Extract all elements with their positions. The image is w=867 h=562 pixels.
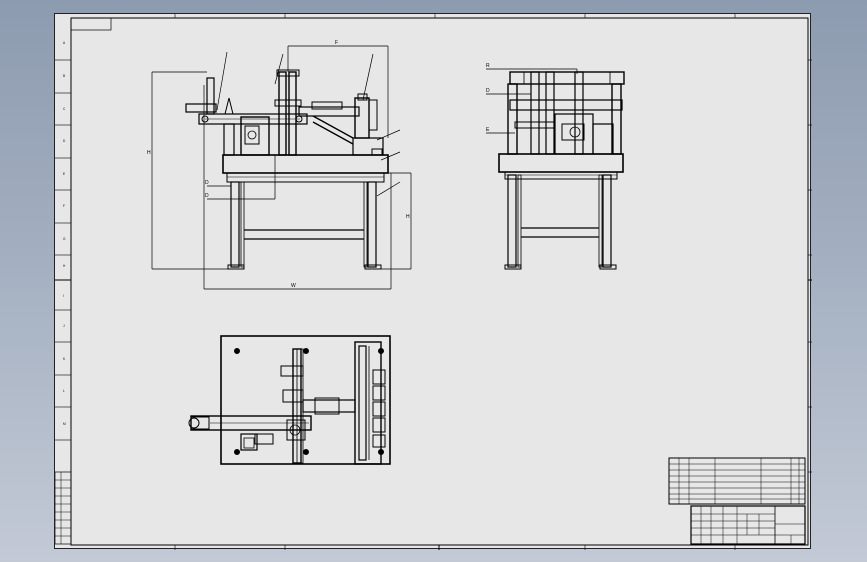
dim-left-small-1: D [205, 180, 209, 186]
svg-text:M: M [63, 422, 66, 426]
dim-overall-height: H [147, 150, 151, 156]
zone-marks-right [808, 59, 812, 473]
plan-view [188, 335, 391, 465]
svg-text:F: F [63, 204, 65, 208]
svg-text:D: D [63, 139, 66, 143]
dim-overall-width: W [291, 283, 296, 289]
svg-text:A: A [63, 41, 66, 45]
side-view-dimensions: R D E [486, 63, 578, 134]
dim-right-height: H [406, 214, 410, 220]
zone-marks-left: A B C D E F G H I J K L M [55, 41, 71, 441]
dim-left-small-2: D [205, 193, 209, 199]
cad-drawing: A B C D E F G H I J K L M [55, 14, 812, 550]
revision-table [668, 457, 806, 505]
title-block [690, 505, 806, 545]
dim-side-low: E [486, 127, 490, 133]
svg-text:H: H [63, 264, 66, 268]
dim-top-span: F [335, 40, 338, 46]
svg-text:K: K [63, 357, 66, 361]
svg-text:G: G [63, 237, 66, 241]
svg-text:E: E [63, 172, 65, 176]
front-view-dimensions: H W F D D H [147, 40, 412, 290]
side-view [498, 71, 625, 270]
dim-side-top: R [486, 63, 490, 69]
left-side-table [55, 471, 72, 545]
front-view [185, 69, 389, 270]
svg-text:J: J [63, 324, 65, 328]
zone-marks-top-bottom [174, 14, 736, 550]
svg-text:I: I [63, 294, 64, 298]
svg-text:L: L [63, 389, 65, 393]
corner-box [70, 17, 112, 31]
svg-text:C: C [63, 107, 66, 111]
svg-text:B: B [63, 74, 65, 78]
drawing-sheet: A B C D E F G H I J K L M [54, 13, 812, 550]
inner-frame [70, 17, 809, 546]
dim-side-mid: D [486, 88, 490, 94]
